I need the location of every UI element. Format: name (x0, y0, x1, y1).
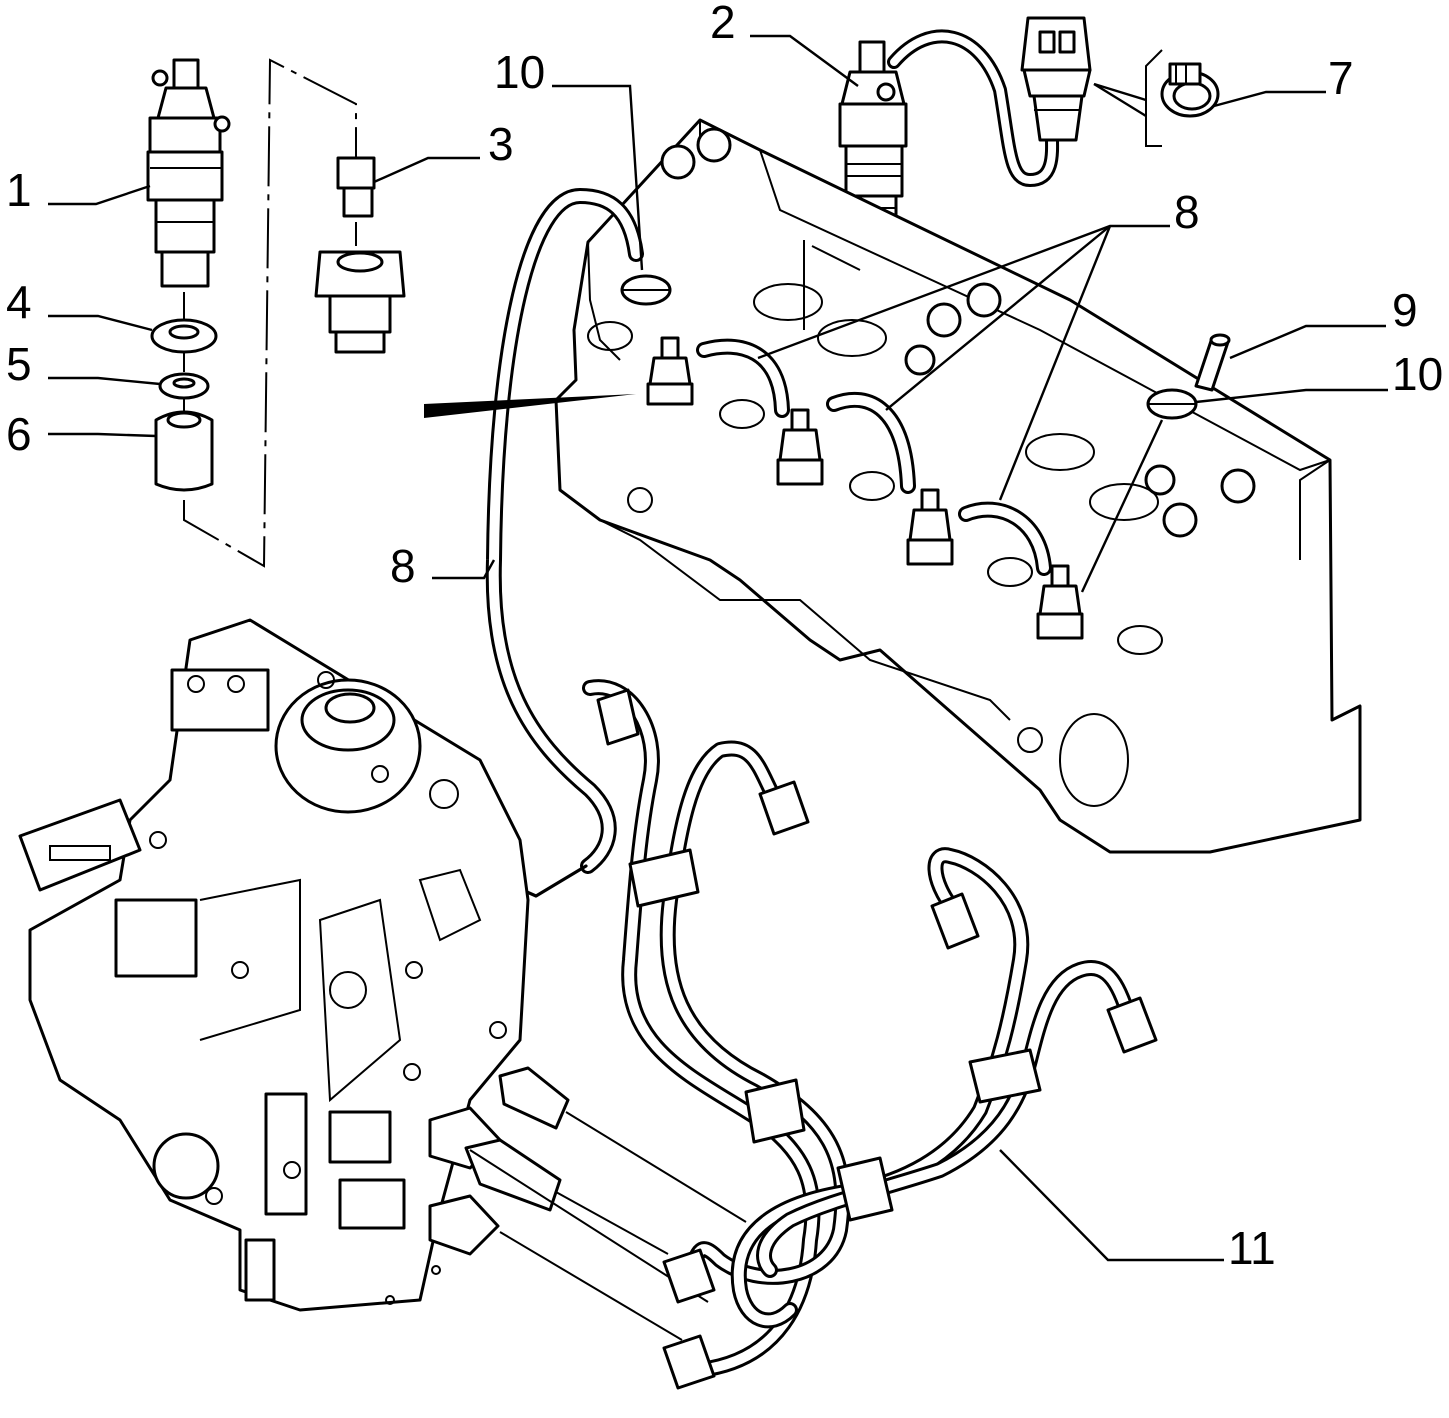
callout-labels: 1 2 3 4 5 6 7 8 8 9 10 10 11 (6, 0, 1443, 1274)
cylinder-head (554, 118, 1362, 854)
leak-off-hoses[interactable] (485, 188, 1052, 874)
injector-part-1[interactable] (146, 58, 231, 288)
callout-8-top: 8 (1174, 186, 1200, 238)
callout-2: 2 (710, 0, 736, 48)
clip-part-10-left[interactable] (620, 274, 672, 306)
callout-9: 9 (1392, 284, 1418, 336)
clip-part-10-right[interactable] (1146, 388, 1198, 420)
injection-pipe-set-part-11[interactable] (582, 679, 1158, 1390)
washer-part-5[interactable] (158, 372, 210, 400)
glow-plug-cylinder-2[interactable] (776, 408, 824, 486)
nozzle-part-3[interactable] (314, 140, 406, 354)
callout-6: 6 (6, 408, 32, 460)
callout-11: 11 (1228, 1222, 1276, 1274)
callout-8-left: 8 (390, 540, 416, 592)
washer-part-4[interactable] (150, 318, 218, 354)
callout-4: 4 (6, 276, 32, 328)
electrical-connector[interactable] (1020, 16, 1092, 142)
callout-7: 7 (1328, 52, 1354, 104)
glow-plug-cylinder-1[interactable] (646, 336, 694, 406)
dowel-part-9[interactable] (1194, 333, 1231, 392)
glow-plug-cylinder-4[interactable] (1036, 564, 1084, 640)
callout-3: 3 (488, 118, 514, 170)
glow-plug-cylinder-3[interactable] (906, 488, 954, 566)
leader-lines (48, 34, 1388, 1262)
hose-clamp-part-7[interactable] (1160, 62, 1220, 118)
callout-5: 5 (6, 338, 32, 390)
injection-pump (18, 618, 530, 1312)
callout-1: 1 (6, 164, 32, 216)
sensor-wire (887, 29, 1060, 187)
callout-10-top: 10 (494, 46, 545, 98)
callout-10-right: 10 (1392, 348, 1443, 400)
sleeve-part-6[interactable] (154, 410, 214, 492)
